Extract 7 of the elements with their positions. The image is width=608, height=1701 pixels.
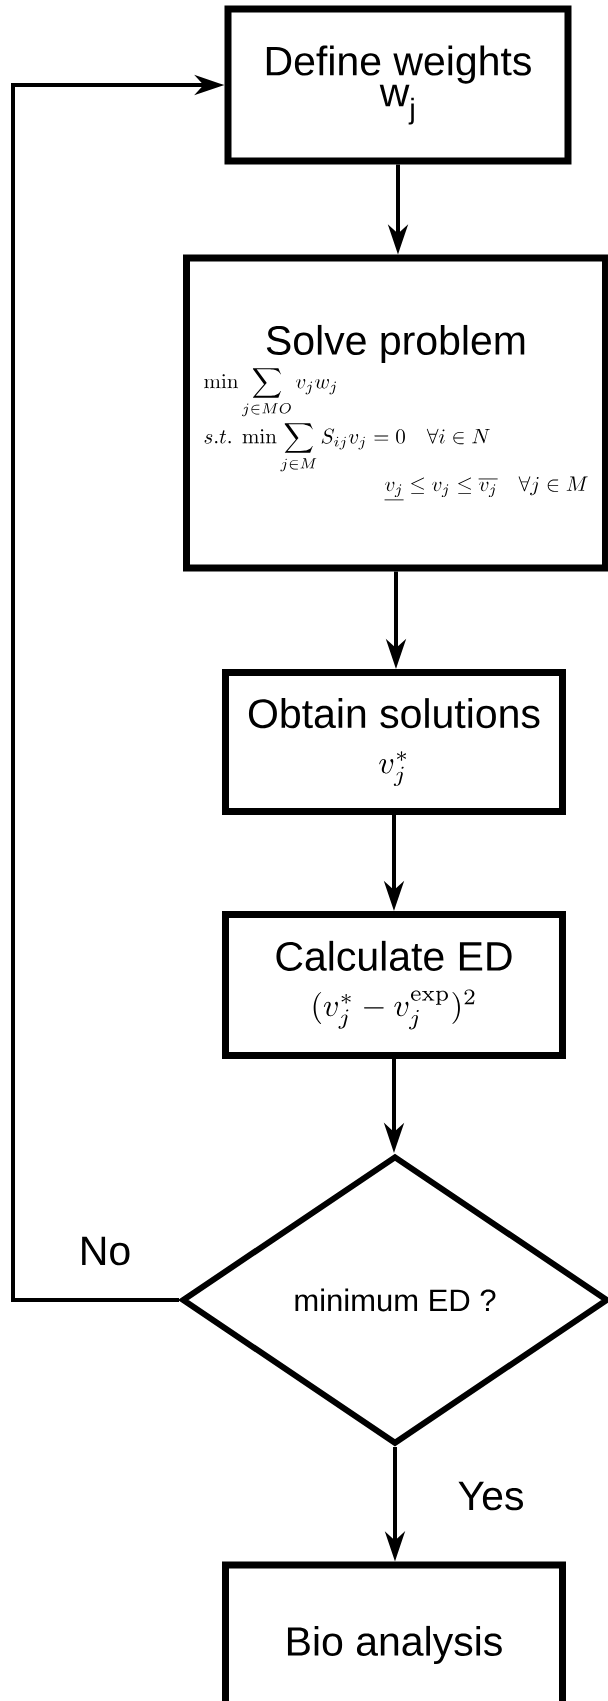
- edge-label: No: [77, 1235, 133, 1267]
- edge-label: Yes: [456, 1480, 526, 1512]
- process-box: Bio analysis: [222, 1561, 566, 1701]
- process-box: Calculate ED $(v_j^{*}-v_j^{\mathrm{exp}})^2$: [222, 911, 566, 1059]
- process-box: Obtain solutions $v_j^{*}$: [222, 669, 566, 815]
- process-box: Define weights w$_{j}$: [224, 5, 572, 165]
- process-box: Solve problem $\min\sum_{j\in MO} v_j w_j$ $s.t.\ \min\sum_{j\in M} S_{ij} v_j = 0 \quad \forall i\in N$ $\underline{v_j} \le v_j \le \overline{v_j} \quad \forall j\in M$: [183, 254, 608, 572]
